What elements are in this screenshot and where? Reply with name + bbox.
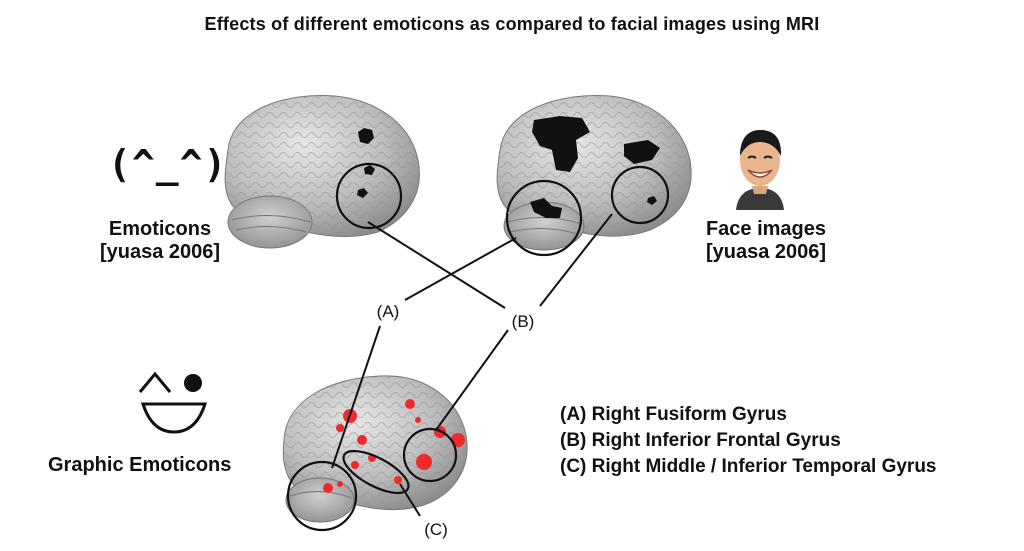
legend-item-a: (A) Right Fusiform Gyrus — [560, 404, 787, 425]
region-legend: (A) Right Fusiform Gyrus (B) Right Infer… — [560, 402, 937, 480]
line-emoticons-to-b — [367, 221, 506, 309]
diagram-title: Effects of different emoticons as compar… — [204, 14, 820, 34]
legend-item-c: (C) Right Middle / Inferior Temporal Gyr… — [560, 456, 937, 477]
marker-a: (A) — [377, 302, 400, 321]
graphic-emoticon-icon — [138, 371, 208, 434]
emoticons-title: Emoticons — [108, 218, 212, 240]
face-images-reference: [yuasa 2006] — [705, 241, 827, 263]
face-images-title: Face images — [705, 218, 827, 240]
kaomoji-emoticon: (^_^) — [108, 142, 228, 186]
line-a-to-graphic — [331, 325, 381, 469]
brain-emoticons — [224, 94, 420, 249]
legend-item-b: (B) Right Inferior Frontal Gyrus — [560, 430, 841, 451]
face-images-label: Face images [yuasa 2006] — [676, 218, 856, 264]
emoticons-reference: [yuasa 2006] — [99, 241, 221, 263]
emoticons-label: Emoticons [yuasa 2006] — [70, 218, 250, 264]
brain-graphic-emoticons — [282, 375, 468, 532]
connector-lines — [331, 213, 613, 517]
line-face-to-a — [404, 237, 517, 301]
line-b-to-graphic — [435, 329, 509, 431]
face-photo — [728, 122, 792, 210]
line-c-to-graphic — [399, 483, 421, 517]
line-face-to-b — [539, 213, 613, 307]
brain-face-images — [496, 94, 692, 257]
graphic-emoticons-label: Graphic Emoticons — [48, 454, 232, 476]
marker-c: (C) — [424, 520, 448, 539]
marker-b: (B) — [512, 312, 535, 331]
